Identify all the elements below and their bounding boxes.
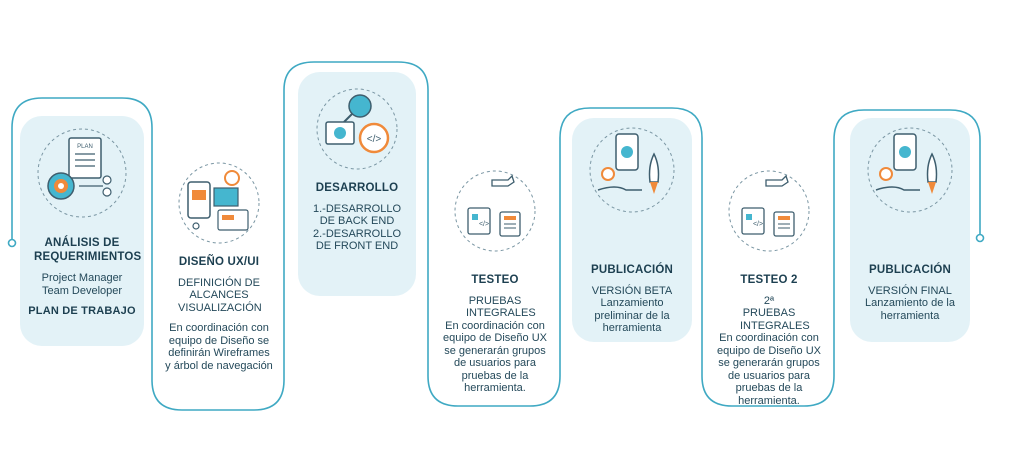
- step-title: PUBLICACIÓN: [868, 264, 952, 276]
- rocket-app-icon: [867, 127, 953, 213]
- step-detail: En coordinación con equipo de Diseño UX …: [717, 332, 821, 407]
- step-subtitle: 1.-DESARROLLO DE BACK END 2.-DESARROLLO …: [312, 202, 402, 253]
- step-detail: En coordinación con equipo de Diseño se …: [165, 322, 273, 372]
- svg-text:</>: </>: [479, 221, 489, 228]
- step-testeo: </> TESTEO PRUEBAS INTEGRALES En coordin…: [436, 168, 554, 400]
- step-subtitle: DEFINICIÓN DE ALCANCES VISUALIZACIÓN: [178, 276, 262, 314]
- svg-text:</>: </>: [367, 134, 382, 145]
- step-detail: En coordinación con equipo de Diseño UX …: [443, 319, 547, 395]
- step-subtitle: 2ª PRUEBAS INTEGRALES: [740, 294, 810, 332]
- testing-icon: </>: [454, 170, 536, 252]
- step-title: DESARROLLO: [315, 182, 399, 194]
- design-icon: [178, 162, 260, 244]
- rocket-app-icon: [589, 127, 675, 213]
- step-subtitle: VERSIÓN BETA Lanzamiento preliminar de l…: [591, 284, 673, 335]
- step-detail: PLAN DE TRABAJO: [28, 305, 136, 317]
- svg-text:PLAN: PLAN: [77, 144, 93, 150]
- step-title: PUBLICACIÓN: [590, 264, 674, 276]
- svg-text:</>: </>: [753, 221, 763, 228]
- step-title: TESTEO: [471, 274, 519, 286]
- step-subtitle: PRUEBAS INTEGRALES: [466, 294, 536, 320]
- step-subtitle: VERSIÓN FINAL Lanzamiento de la herramie…: [865, 284, 955, 322]
- step-analisis: PLAN ANÁLISIS DE REQUERIMIENTOS Project …: [20, 116, 144, 346]
- code-icon: </>: [316, 88, 398, 170]
- step-publicacion-beta: PUBLICACIÓN VERSIÓN BETA Lanzamiento pre…: [572, 118, 692, 342]
- step-title: ANÁLISIS DE REQUERIMIENTOS: [34, 237, 142, 263]
- plan-icon: PLAN: [37, 128, 127, 218]
- step-testeo-2: </> TESTEO 2 2ª PRUEBAS INTEGRALES En co…: [710, 168, 828, 407]
- step-subtitle: Project Manager Team Developer: [41, 272, 123, 297]
- step-title: DISEÑO UX/UI: [178, 256, 260, 268]
- testing-icon: </>: [728, 170, 810, 252]
- step-publicacion-final: PUBLICACIÓN VERSIÓN FINAL Lanzamiento de…: [850, 118, 970, 342]
- step-title: TESTEO 2: [740, 274, 798, 286]
- step-desarrollo: </> DESARROLLO 1.-DESARROLLO DE BACK END…: [298, 72, 416, 296]
- step-diseno: DISEÑO UX/UI DEFINICIÓN DE ALCANCES VISU…: [160, 160, 278, 400]
